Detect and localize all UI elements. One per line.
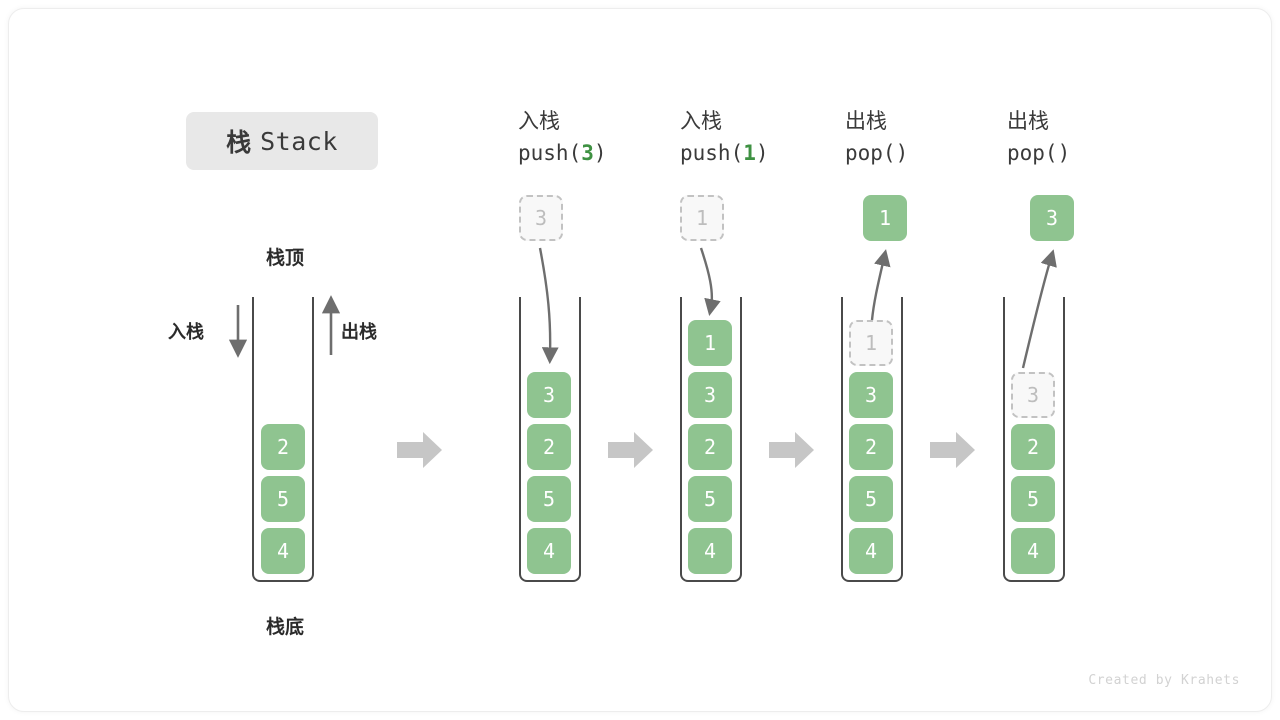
- stack-container-push-3: [519, 297, 581, 582]
- step-op-label: 出栈: [845, 110, 887, 133]
- op-code-suffix: ): [895, 141, 909, 165]
- step-op-label: 出栈: [1007, 110, 1049, 133]
- step-header-push-1: 入栈 push(1): [680, 107, 830, 169]
- stack-cell: 2: [688, 424, 732, 470]
- step-header-push-3: 入栈 push(3): [518, 107, 668, 169]
- op-code-prefix: push(: [518, 141, 582, 165]
- initial-stack-cell: 5: [261, 476, 305, 522]
- step-op-label: 入栈: [518, 110, 560, 133]
- step-op-code: pop(): [845, 137, 995, 169]
- op-code-arg: 1: [743, 141, 756, 165]
- stack-container-pop-3: [1003, 297, 1065, 582]
- step-header-pop-1: 出栈 pop(): [845, 107, 995, 169]
- stack-container-pop-1: [841, 297, 903, 582]
- float-box-pop-3: 3: [1030, 195, 1074, 241]
- title-english: Stack: [260, 126, 338, 156]
- op-code-suffix: ): [593, 141, 607, 165]
- stack-container-push-1: [680, 297, 742, 582]
- diagram-title-badge: 栈 Stack: [186, 112, 378, 170]
- step-op-code: push(3): [518, 137, 668, 169]
- stack-cell: 2: [1011, 424, 1055, 470]
- push-side-label: 入栈: [168, 322, 204, 342]
- stack-top-label: 栈顶: [265, 248, 304, 269]
- stack-cell: 4: [1011, 528, 1055, 574]
- step-header-pop-3: 出栈 pop(): [1007, 107, 1157, 169]
- initial-stack-container: [252, 297, 314, 582]
- transition-arrow-2: [608, 430, 654, 470]
- stack-cell: 1: [688, 320, 732, 366]
- stack-cell: 3: [688, 372, 732, 418]
- credit-text: Created by Krahets: [1088, 673, 1240, 688]
- stack-cell: 2: [849, 424, 893, 470]
- op-code-prefix: pop(: [845, 141, 896, 165]
- float-box-push-1: 1: [680, 195, 724, 241]
- op-code-arg: 3: [581, 141, 594, 165]
- stack-cell-ghost: 3: [1011, 372, 1055, 418]
- stack-cell: 5: [1011, 476, 1055, 522]
- stack-cell: 5: [688, 476, 732, 522]
- initial-stack-cell: 4: [261, 528, 305, 574]
- stack-cell-ghost: 1: [849, 320, 893, 366]
- transition-arrow-4: [930, 430, 976, 470]
- transition-arrow-1: [397, 430, 443, 470]
- stack-cell: 3: [527, 372, 571, 418]
- stack-cell: 3: [849, 372, 893, 418]
- stack-cell: 4: [849, 528, 893, 574]
- transition-arrow-3: [769, 430, 815, 470]
- op-code-prefix: pop(: [1007, 141, 1058, 165]
- stack-cell: 2: [527, 424, 571, 470]
- op-code-suffix: ): [1057, 141, 1071, 165]
- op-code-suffix: ): [755, 141, 769, 165]
- float-box-push-3: 3: [519, 195, 563, 241]
- title-chinese: 栈: [226, 129, 252, 157]
- step-op-code: push(1): [680, 137, 830, 169]
- float-box-pop-1: 1: [863, 195, 907, 241]
- stack-cell: 4: [527, 528, 571, 574]
- stack-cell: 4: [688, 528, 732, 574]
- step-op-code: pop(): [1007, 137, 1157, 169]
- pop-side-label: 出栈: [341, 322, 377, 342]
- step-op-label: 入栈: [680, 110, 722, 133]
- stack-bottom-label: 栈底: [265, 617, 304, 638]
- op-code-prefix: push(: [680, 141, 744, 165]
- stack-cell: 5: [527, 476, 571, 522]
- initial-stack-cell: 2: [261, 424, 305, 470]
- stack-cell: 5: [849, 476, 893, 522]
